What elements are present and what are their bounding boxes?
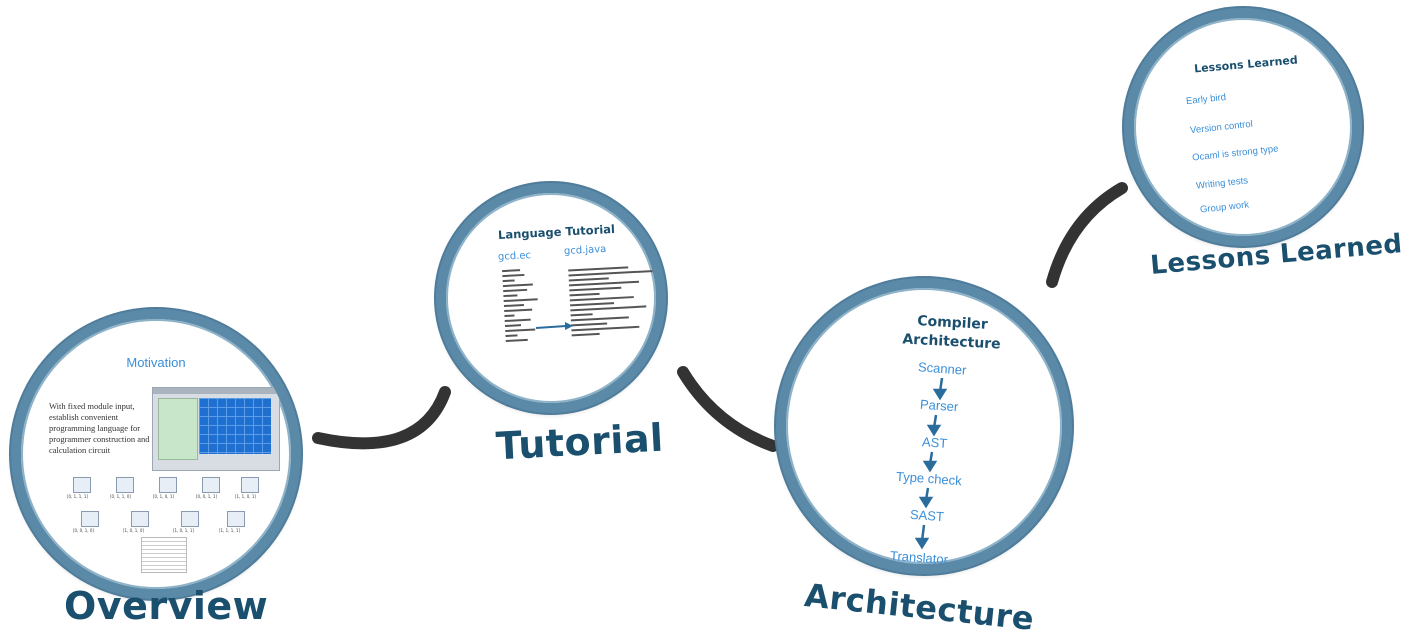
tutorial-title[interactable]: Tutorial bbox=[494, 415, 665, 469]
circuit-symbol-icon bbox=[227, 511, 245, 527]
flow-arrows bbox=[914, 377, 948, 550]
circuit-symbol-icon bbox=[131, 511, 149, 527]
arrow-down-icon bbox=[914, 537, 930, 550]
circuit-symbol-icon bbox=[159, 477, 177, 493]
symbol-caption: [1, 0, 1, 0] bbox=[123, 528, 144, 533]
connector-architecture-lessons bbox=[1046, 182, 1128, 288]
file-label-gcd-java: gcd.java bbox=[563, 243, 607, 258]
symbol-caption: [1, 0, 1, 1] bbox=[173, 528, 194, 533]
lesson-item: Version control bbox=[1189, 118, 1254, 137]
motivation-heading: Motivation bbox=[126, 355, 186, 370]
arrow-down-icon bbox=[932, 388, 948, 401]
architecture-frame[interactable]: Compiler Architecture Scanner Parser AST… bbox=[776, 278, 1072, 574]
lesson-item: Group work bbox=[1199, 199, 1250, 216]
file-label-gcd-ec: gcd.ec bbox=[497, 250, 532, 263]
motivation-description: With fixed module input, establish conve… bbox=[49, 401, 150, 455]
code-block-java bbox=[568, 265, 656, 340]
arrow-down-icon bbox=[922, 460, 938, 473]
arrow-down-icon bbox=[926, 424, 942, 437]
circuit-symbol-icon bbox=[241, 477, 259, 493]
circuit-symbol-icon bbox=[73, 477, 91, 493]
lesson-item: Writing tests bbox=[1195, 175, 1249, 192]
screenshot-image bbox=[152, 387, 280, 471]
tutorial-frame[interactable]: Language Tutorial gcd.ec gcd.java bbox=[436, 183, 666, 413]
circuit-symbol-icon bbox=[202, 477, 220, 493]
circuit-symbol-icon bbox=[181, 511, 199, 527]
symbol-caption: [0, 1, 1, 0] bbox=[110, 494, 131, 499]
lesson-item: Ocaml is strong type bbox=[1191, 143, 1279, 164]
arrow-right-icon bbox=[535, 322, 573, 330]
document-thumbnail bbox=[141, 537, 187, 573]
overview-frame[interactable]: Motivation With fixed module input, esta… bbox=[11, 309, 301, 599]
connector-tutorial-architecture bbox=[677, 366, 779, 452]
arrow-down-icon bbox=[918, 496, 934, 509]
symbol-caption: [0, 0, 1, 0] bbox=[73, 528, 94, 533]
symbol-caption: [0, 0, 1, 1] bbox=[196, 494, 217, 499]
circuit-symbol-icon bbox=[116, 477, 134, 493]
symbol-caption: [1, 1, 1, 1] bbox=[219, 528, 240, 533]
connector-overview-tutorial bbox=[312, 386, 451, 450]
code-block-ec bbox=[502, 268, 546, 345]
architecture-title[interactable]: Architecture bbox=[802, 576, 1037, 638]
lessons-heading: Lessons Learned bbox=[1193, 53, 1299, 76]
overview-title[interactable]: Overview bbox=[64, 584, 269, 628]
lesson-item: Early bird bbox=[1185, 91, 1227, 108]
circuit-symbol-icon bbox=[81, 511, 99, 527]
lessons-frame[interactable]: Lessons Learned Early bird Version contr… bbox=[1124, 8, 1362, 246]
symbol-caption: [0, 1, 0, 1] bbox=[153, 494, 174, 499]
symbol-caption: [1, 1, 0, 1] bbox=[235, 494, 256, 499]
symbol-caption: [0, 1, 1, 1] bbox=[67, 494, 88, 499]
tutorial-heading: Language Tutorial bbox=[497, 221, 616, 243]
